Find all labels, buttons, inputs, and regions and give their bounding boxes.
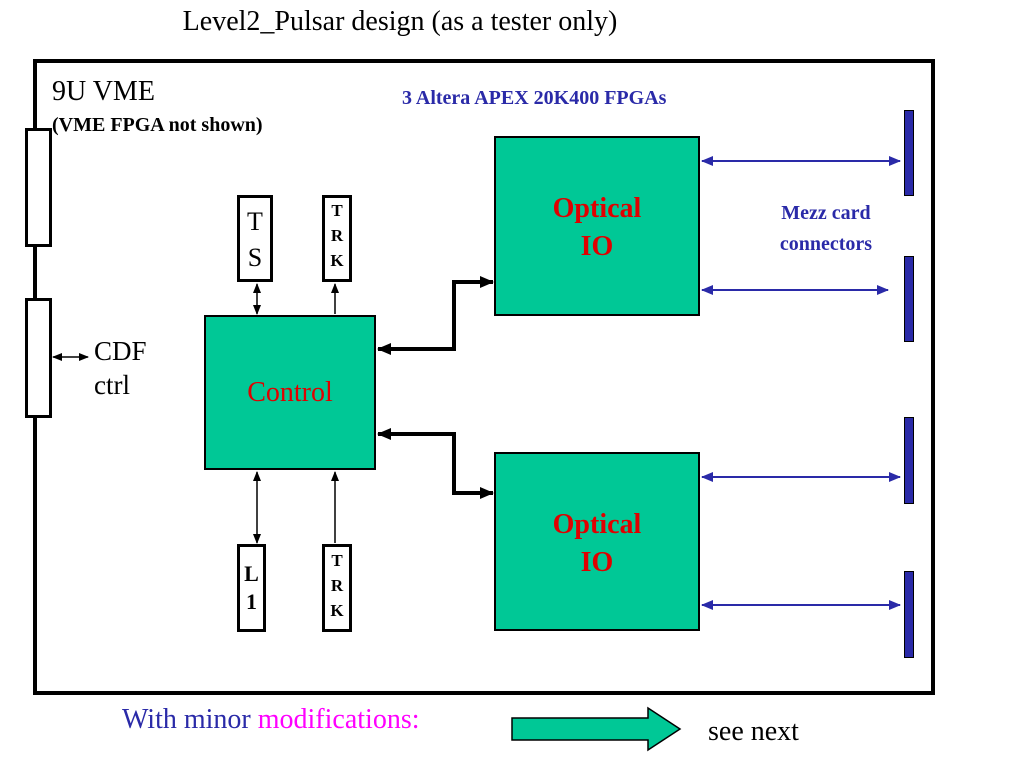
l1-input-box: L 1 xyxy=(237,544,266,632)
footer-text: With minor modifications: xyxy=(122,704,420,736)
trk-bottom-letter-3: K xyxy=(330,601,344,620)
vme-connector-top xyxy=(25,128,52,247)
ts-letter-1: T xyxy=(247,207,263,236)
trk-input-box-bottom: T R K xyxy=(322,544,352,632)
trk-bottom-letter-2: R xyxy=(330,576,344,595)
trk-top-letter-2: R xyxy=(330,226,344,245)
fpga-note: 3 Altera APEX 20K400 FPGAs xyxy=(402,87,667,109)
control-label: Control xyxy=(247,376,333,408)
optical-top-line2: IO xyxy=(580,231,614,262)
optical-top-line1: Optical xyxy=(552,193,642,224)
optical-bottom-line1: Optical xyxy=(552,509,642,540)
vme-connector-bottom xyxy=(25,298,52,418)
control-optical-top-link xyxy=(377,276,494,355)
footer-modifications: modifications: xyxy=(257,704,420,735)
mezz-connector-3 xyxy=(904,417,914,504)
optical-io-fpga-top: Optical IO xyxy=(494,136,700,316)
ts-letter-2: S xyxy=(247,243,263,272)
mezz-note: Mezz card connectors xyxy=(779,202,873,255)
board-label: 9U VME xyxy=(52,76,155,107)
optical-bottom-line2: IO xyxy=(580,547,614,578)
mezz-connector-2 xyxy=(904,256,914,342)
trk-top-letter-3: K xyxy=(330,251,344,270)
l1-letter-2: 1 xyxy=(246,589,257,614)
l1-letter-1: L xyxy=(244,561,259,586)
next-block-arrow xyxy=(511,706,682,752)
control-optical-bottom-link xyxy=(377,428,494,499)
ts-input-box: T S xyxy=(237,195,273,282)
trk-input-box-top: T R K xyxy=(322,195,352,282)
mezz-connector-4 xyxy=(904,571,914,658)
mezz-connector-1 xyxy=(904,110,914,196)
board-sublabel: (VME FPGA not shown) xyxy=(52,114,263,136)
cdf-line2: ctrl xyxy=(94,370,130,400)
footer-with-minor: With minor xyxy=(122,704,251,735)
optical-io-fpga-bottom: Optical IO xyxy=(494,452,700,631)
control-fpga: Control xyxy=(204,315,376,470)
cdf-ctrl-label: CDF ctrl xyxy=(94,334,147,402)
trk-top-letter-1: T xyxy=(331,201,343,220)
cdf-line1: CDF xyxy=(94,336,147,366)
trk-bottom-letter-1: T xyxy=(331,551,343,570)
footer-see-next: see next xyxy=(708,716,799,747)
slide-title: Level2_Pulsar design (as a tester only) xyxy=(182,6,618,37)
